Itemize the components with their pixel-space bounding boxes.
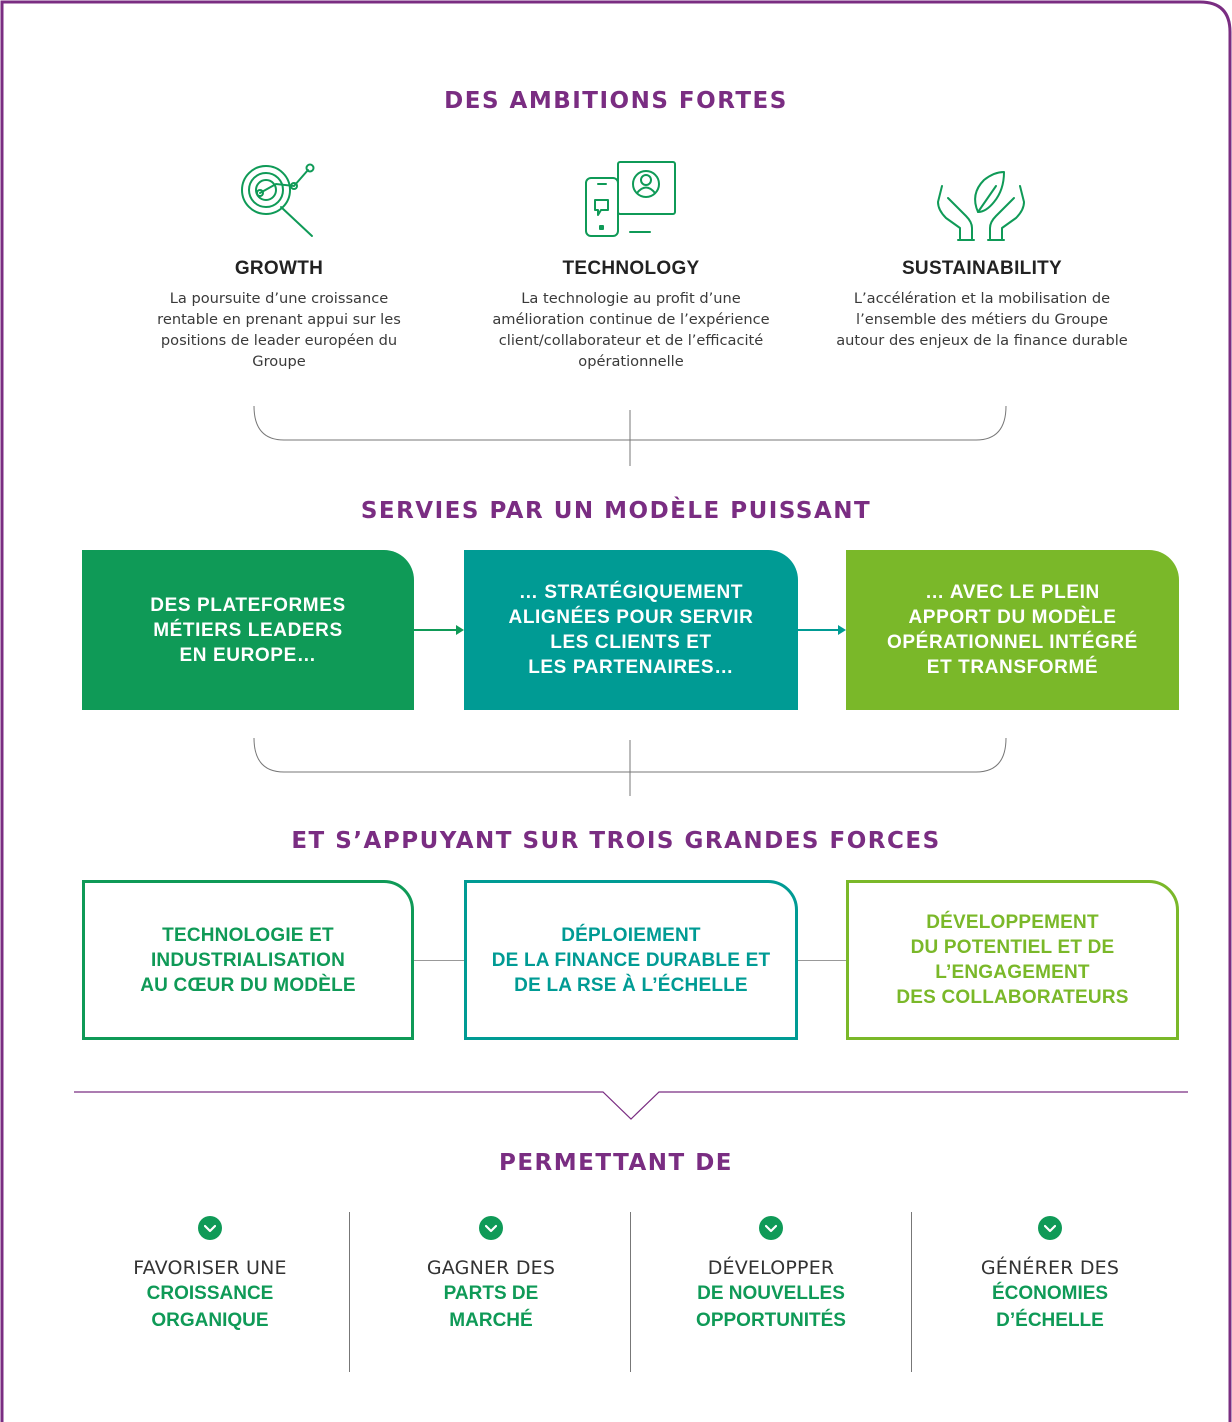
- column-divider: [911, 1212, 912, 1372]
- outcome-economies-of-scale: GÉNÉRER DES ÉCONOMIES D’ÉCHELLE: [940, 1216, 1160, 1334]
- model-box-platforms-text: DES PLATEFORMES MÉTIERS LEADERS EN EUROP…: [150, 594, 346, 666]
- outcome-market-share: GAGNER DES PARTS DE MARCHÉ: [381, 1216, 601, 1334]
- pillar-sustainability-description: L’accélération et la mobilisation de l’e…: [836, 290, 1128, 349]
- outcome-organic-growth: FAVORISER UNE CROISSANCE ORGANIQUE: [100, 1216, 320, 1334]
- pillar-growth-title: GROWTH: [234, 258, 324, 279]
- bracket-connector: [253, 737, 1007, 796]
- force-box-technology: TECHNOLOGIE ET INDUSTRIALISATION AU CŒUR…: [82, 880, 414, 1040]
- pillar-technology-title: TECHNOLOGY: [562, 258, 700, 279]
- model-box-operational-text: … AVEC LE PLEIN APPORT DU MODÈLE OPÉRATI…: [887, 582, 1138, 678]
- pillar-growth: GROWTH La poursuite d’une croissance ren…: [129, 258, 429, 372]
- check-icon: [198, 1216, 222, 1240]
- ambitions-title: DES AMBITIONS FORTES: [444, 88, 788, 114]
- arrow-right-icon: [414, 625, 464, 635]
- connector-line: [414, 960, 464, 961]
- force-box-technology-text: TECHNOLOGIE ET INDUSTRIALISATION AU CŒUR…: [140, 924, 356, 996]
- model-box-operational: … AVEC LE PLEIN APPORT DU MODÈLE OPÉRATI…: [846, 550, 1179, 710]
- outcome-new-opportunities-object: DE NOUVELLES OPPORTUNITÉS: [696, 1283, 846, 1331]
- force-box-finance: DÉPLOIEMENT DE LA FINANCE DURABLE ET DE …: [464, 880, 798, 1040]
- pillar-sustainability-title: SUSTAINABILITY: [901, 258, 1063, 279]
- force-box-finance-text: DÉPLOIEMENT DE LA FINANCE DURABLE ET DE …: [491, 924, 771, 996]
- outcome-economies-of-scale-object: ÉCONOMIES D’ÉCHELLE: [991, 1283, 1109, 1331]
- outcome-market-share-object: PARTS DE MARCHÉ: [443, 1283, 539, 1331]
- pillar-growth-description: La poursuite d’une croissance rentable e…: [157, 290, 401, 370]
- check-icon: [479, 1216, 503, 1240]
- model-box-platforms: DES PLATEFORMES MÉTIERS LEADERS EN EUROP…: [82, 550, 414, 710]
- check-icon: [1038, 1216, 1062, 1240]
- pillar-technology-description: La technologie au profit d’une améliorat…: [492, 290, 770, 370]
- outcomes-title: PERMETTANT DE: [498, 1150, 734, 1176]
- force-box-development-text: DÉVELOPPEMENT DU POTENTIEL ET DE L’ENGAG…: [896, 912, 1129, 1008]
- check-icon: [759, 1216, 783, 1240]
- model-box-aligned-text: … STRATÉGIQUEMENT ALIGNÉES POUR SERVIR L…: [508, 582, 754, 678]
- outcome-economies-of-scale-verb: GÉNÉRER DES: [980, 1257, 1120, 1279]
- outcome-new-opportunities: DÉVELOPPER DE NOUVELLES OPPORTUNITÉS: [661, 1216, 881, 1334]
- force-box-development: DÉVELOPPEMENT DU POTENTIEL ET DE L’ENGAG…: [846, 880, 1179, 1040]
- forces-title: ET S’APPUYANT SUR TROIS GRANDES FORCES: [291, 828, 941, 854]
- outcome-market-share-verb: GAGNER DES: [426, 1257, 556, 1279]
- connector-line: [798, 960, 846, 961]
- model-box-aligned: … STRATÉGIQUEMENT ALIGNÉES POUR SERVIR L…: [464, 550, 798, 710]
- arrow-right-icon: [798, 625, 846, 635]
- pillar-sustainability: SUSTAINABILITY L’accélération et la mobi…: [832, 258, 1132, 351]
- sustainability-hands-leaf-icon: [937, 171, 1025, 241]
- pillar-technology: TECHNOLOGY La technologie au profit d’un…: [481, 258, 781, 372]
- column-divider: [349, 1212, 350, 1372]
- outcome-new-opportunities-verb: DÉVELOPPER: [707, 1257, 835, 1279]
- section-divider: [74, 1091, 1188, 1120]
- model-title: SERVIES PAR UN MODÈLE PUISSANT: [360, 498, 872, 524]
- bracket-connector: [253, 405, 1007, 466]
- growth-target-icon: [241, 163, 315, 237]
- technology-device-icon: [585, 161, 676, 237]
- column-divider: [630, 1212, 631, 1372]
- outcome-organic-growth-verb: FAVORISER UNE: [133, 1257, 287, 1279]
- outcome-organic-growth-object: CROISSANCE ORGANIQUE: [146, 1283, 274, 1331]
